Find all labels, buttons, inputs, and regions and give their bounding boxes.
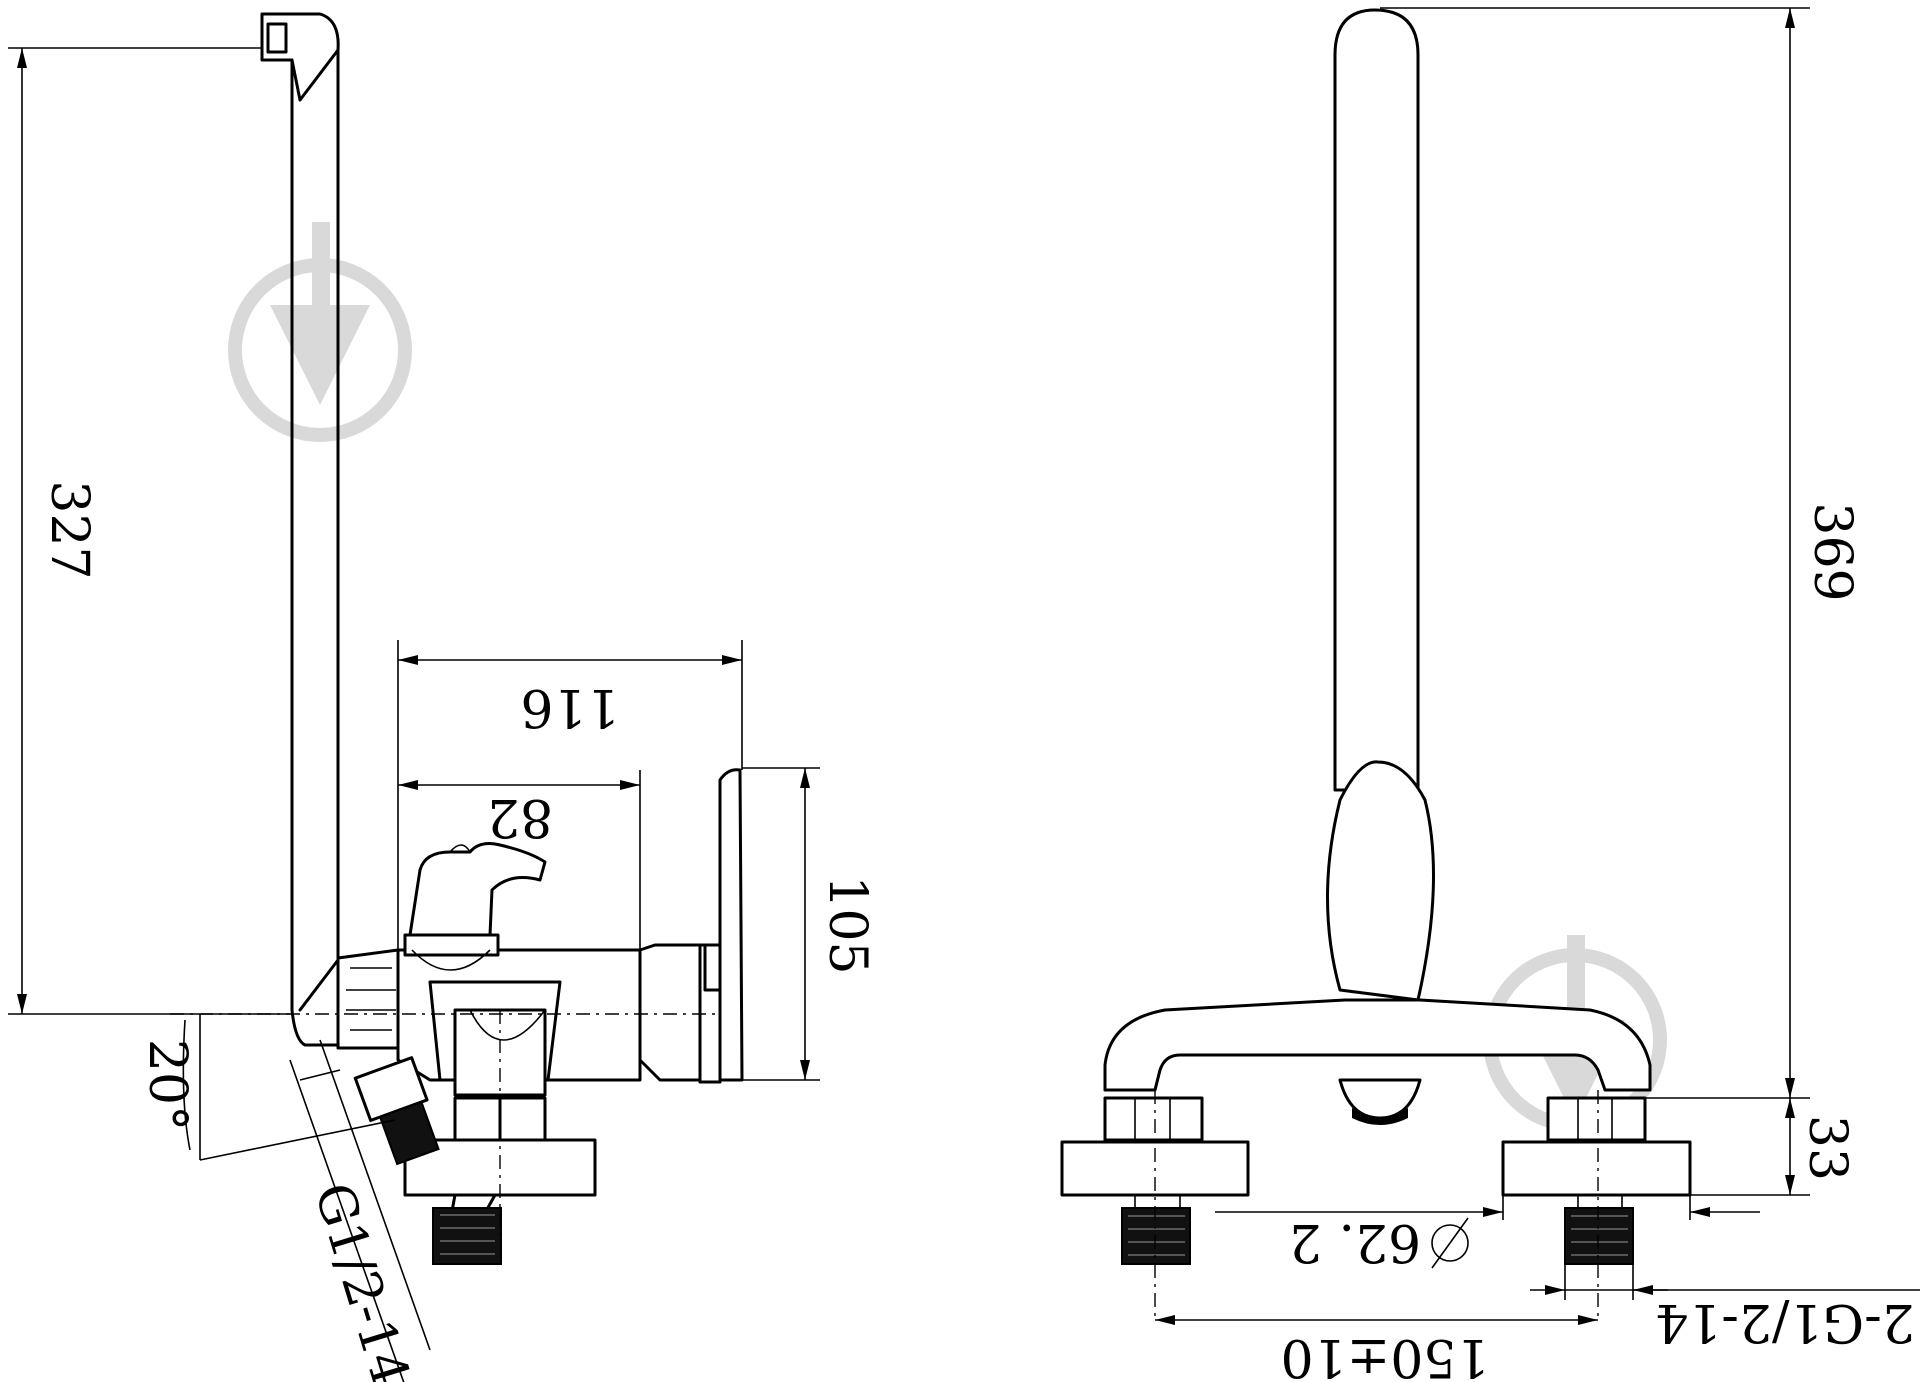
front-view [1060,8,1692,1320]
front-dimension-lines [1155,7,1920,1325]
dim-front-center-spacing: 150±10 [1281,1327,1490,1382]
dim-front-height: 369 [1802,502,1862,601]
dim-side-depth-total: 116 [520,677,619,737]
dim-side-angle: 20° [137,1039,197,1131]
download-arrow-watermark-icon [228,222,412,442]
side-view [170,12,744,1265]
dim-front-inlet-thread: 2-G1/2-14 [1655,1292,1915,1352]
dim-front-flange-diameter: 62. 2 [1289,1212,1421,1272]
diameter-icon [1431,1217,1469,1269]
dim-side-depth-lever: 82 [487,787,553,847]
dim-side-body-height: 105 [817,875,877,974]
dim-front-connector-height: 33 [1797,1115,1857,1181]
dim-side-height: 327 [39,480,99,579]
dim-side-outlet-thread: G1/2-14 [302,1176,420,1382]
side-dimension-lines [8,47,820,1382]
